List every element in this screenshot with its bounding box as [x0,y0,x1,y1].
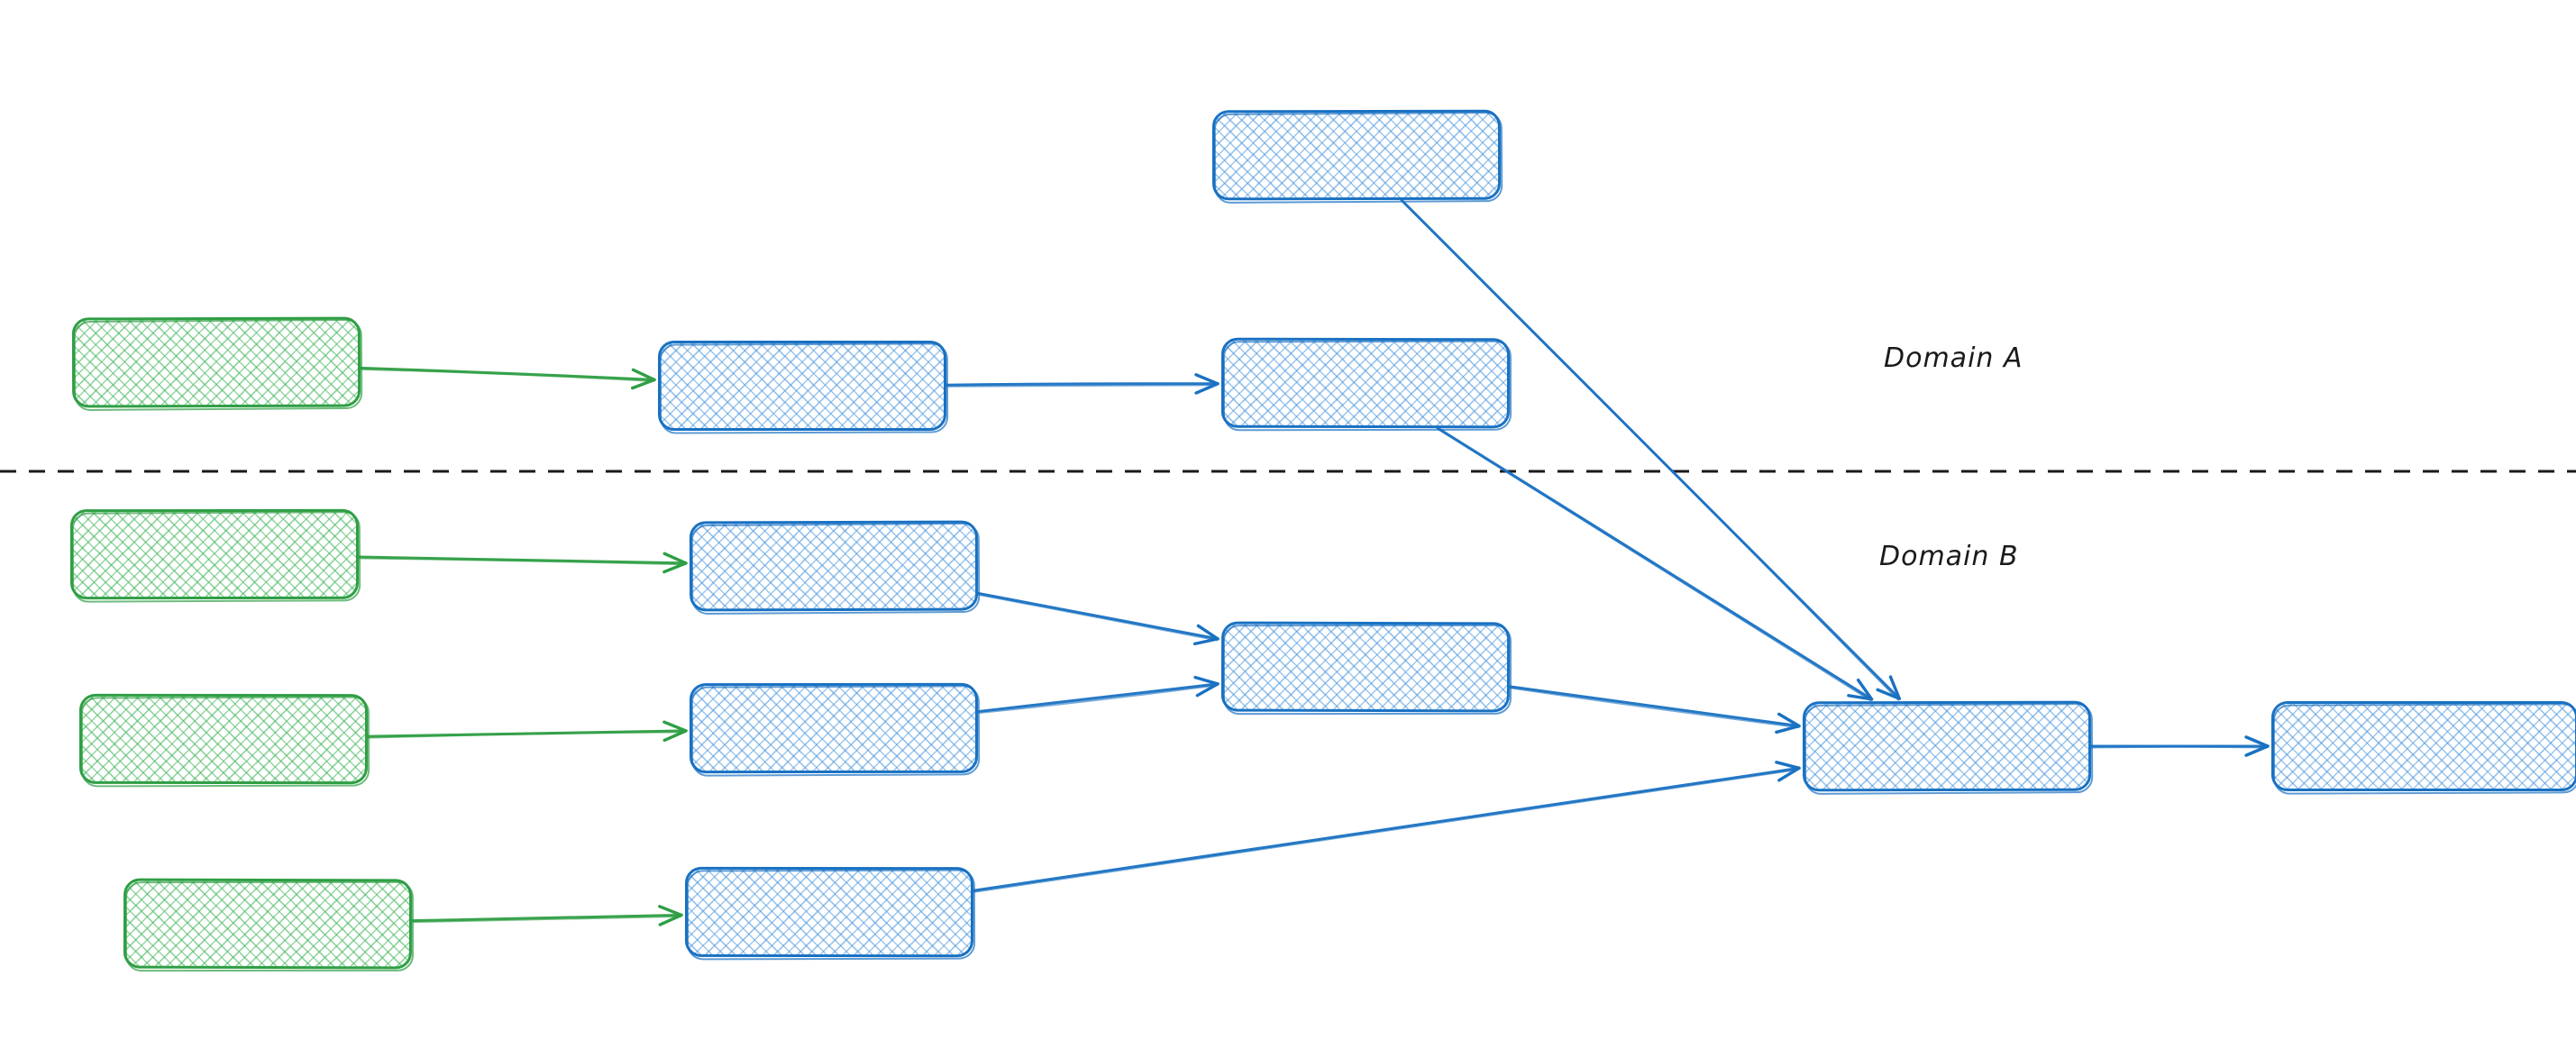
arrowhead [633,379,654,388]
arrowhead [1195,639,1218,643]
arrowhead [664,722,686,731]
node-g1[interactable] [72,317,361,408]
arrowhead [1859,680,1872,699]
edge-e5 [946,375,1218,393]
edge-e11 [973,762,1799,892]
edge-e4 [412,907,681,925]
arrowhead [1877,689,1899,698]
node-label [685,867,973,957]
arrowhead [660,915,681,925]
node-label [123,879,412,970]
arrowhead [2246,746,2268,755]
edge-e1 [361,368,654,388]
arrowhead [1196,375,1218,384]
arrowhead [664,731,686,741]
node-label [1221,338,1510,429]
arrowhead [1777,726,1799,733]
node-label [1212,110,1501,201]
edge-e2 [359,553,686,571]
arrowhead [664,563,686,572]
arrowhead [660,907,681,916]
node-b_top[interactable] [1212,110,1501,201]
node-g2[interactable] [70,509,359,599]
node-label [70,509,359,599]
label-domain-b: Domain B [1879,541,2019,572]
node-g3[interactable] [79,694,368,784]
node-b_mid[interactable] [1221,622,1510,713]
edge-e3 [368,722,686,740]
edge-e8 [978,593,1218,643]
arrowhead [1195,678,1218,684]
node-label [72,317,361,408]
label-domain-a: Domain A [1884,342,2023,374]
edge-e12 [2091,737,2268,755]
node-g4[interactable] [123,879,412,970]
arrowhead [1849,696,1872,699]
node-label [690,683,978,773]
node-b_b1[interactable] [690,521,978,612]
node-b_b2[interactable] [690,683,978,773]
node-label [2271,701,2576,791]
node-b_a1[interactable] [658,341,946,431]
arrowhead [1777,762,1799,769]
arrowhead [2246,737,2268,746]
arrowhead [1779,714,1799,725]
arrowhead [1196,384,1218,393]
node-label [658,341,946,431]
node-b_merge[interactable] [1803,701,2091,792]
node-label [79,694,368,784]
arrowhead [1198,625,1218,638]
arrowhead [633,369,654,379]
arrowhead [1890,677,1899,698]
node-label [690,521,978,612]
node-b_out[interactable] [2271,701,2576,791]
node-label [1803,701,2091,792]
arrowhead [1779,768,1799,780]
edge-e10 [1510,687,1799,733]
arrowhead [1197,684,1218,696]
node-b_a2[interactable] [1221,338,1510,429]
edge-e9 [978,678,1218,713]
node-label [1221,622,1510,713]
arrowhead [664,553,686,563]
node-b_b3[interactable] [685,867,973,957]
